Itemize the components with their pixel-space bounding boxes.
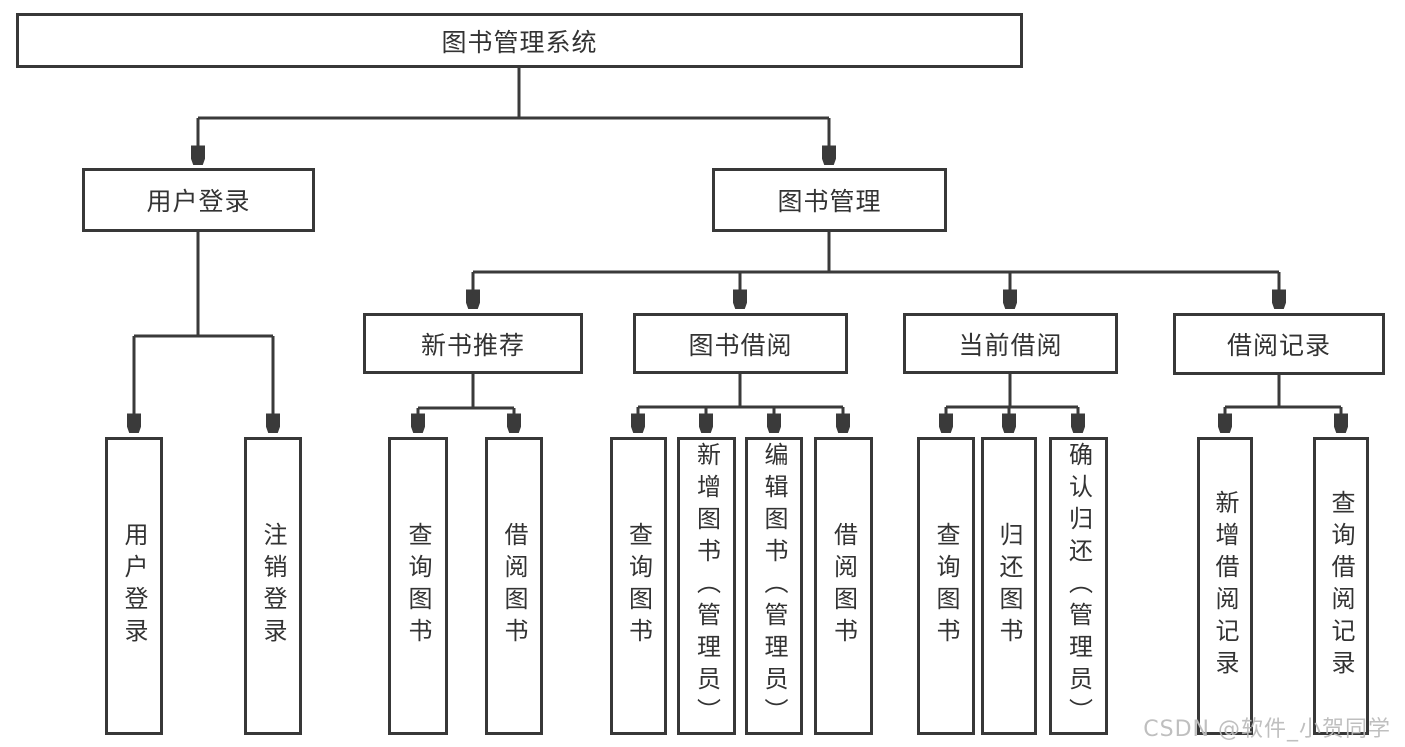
leaf-query-borrow-record: 查询借阅记录 [1313,437,1369,735]
node-root-system: 图书管理系统 [16,13,1023,68]
rail-user-login [134,232,273,338]
node-current-borrowing: 当前借阅 [903,313,1118,374]
leaf-label: 归还图书 [995,522,1023,650]
leaf-label: 确认归还（管理员） [1064,442,1093,730]
leaf-label: 查询图书 [404,522,432,650]
leaf-label: 用户登录 [120,522,148,650]
leaf-label: 编辑图书（管理员） [760,442,788,730]
leaf-borrow-books-recommend: 借阅图书 [485,437,543,735]
leaf-add-books-admin: 新增图书（管理员） [677,437,736,735]
leaf-user-login: 用户登录 [105,437,163,735]
leaf-label: 新增借阅记录 [1211,490,1239,682]
leaf-add-borrow-record: 新增借阅记录 [1197,437,1253,735]
rail-book-borrow [638,374,843,409]
node-book-borrowing: 图书借阅 [633,313,848,374]
rail-current-borrow [946,374,1078,409]
leaf-label: 查询图书 [624,522,653,650]
leaf-label: 借阅图书 [500,522,528,650]
leaf-label: 注销登录 [259,522,287,650]
leaf-query-books-borrow: 查询图书 [610,437,667,735]
leaf-query-books-current: 查询图书 [917,437,975,735]
leaf-query-books-recommend: 查询图书 [388,437,448,735]
leaf-confirm-return-admin: 确认归还（管理员） [1049,437,1108,735]
leaf-return-books: 归还图书 [981,437,1037,735]
csdn-watermark: CSDN @软件_小贺同学 [1143,717,1391,742]
rail-new-book [418,374,514,410]
leaf-label: 新增图书（管理员） [692,442,721,730]
leaf-label: 借阅图书 [829,522,858,650]
leaf-edit-books-admin: 编辑图书（管理员） [745,437,803,735]
node-user-login-group: 用户登录 [82,168,315,232]
node-borrow-records: 借阅记录 [1173,313,1385,375]
rail-root [198,68,829,120]
leaf-label: 查询借阅记录 [1327,490,1355,682]
leaf-borrow-books: 借阅图书 [814,437,873,735]
rail-book-mgmt [473,232,1279,274]
leaf-logout: 注销登录 [244,437,302,735]
leaf-label: 查询图书 [932,522,960,650]
node-new-book-recommend: 新书推荐 [363,313,583,374]
node-book-management: 图书管理 [712,168,947,232]
rail-borrow-records [1225,374,1341,409]
